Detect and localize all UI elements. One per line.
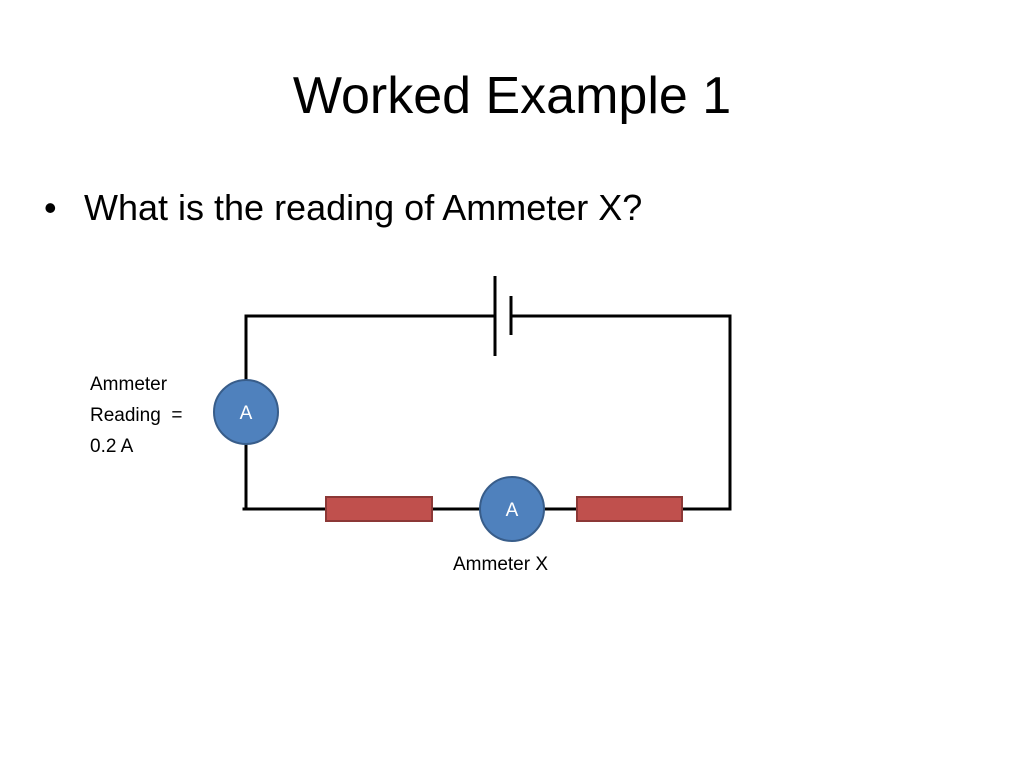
ammeter-left: A (213, 379, 279, 445)
ammeter-x: A (479, 476, 545, 542)
bullet-point: • (44, 187, 57, 228)
ammeter-reading-line-2: Reading = (90, 405, 183, 426)
resistor-right (576, 496, 683, 522)
ammeter-x-symbol: A (506, 500, 519, 521)
resistor-left (325, 496, 433, 522)
cell-symbol (493, 276, 513, 356)
ammeter-left-circle (213, 379, 279, 445)
bullet-item: • What is the reading of Ammeter X? (44, 184, 642, 232)
ammeter-reading-line-1: Ammeter (90, 374, 168, 395)
ammeter-x-label: Ammeter X (453, 554, 549, 575)
ammeter-reading-line-3: 0.2 A (90, 436, 134, 457)
slide-title: Worked Example 1 (292, 67, 732, 125)
ammeter-x-circle (479, 476, 545, 542)
circuit-wires (242, 314, 732, 511)
question-text: What is the reading of Ammeter X? (84, 187, 643, 228)
ammeter-left-symbol: A (240, 403, 253, 424)
